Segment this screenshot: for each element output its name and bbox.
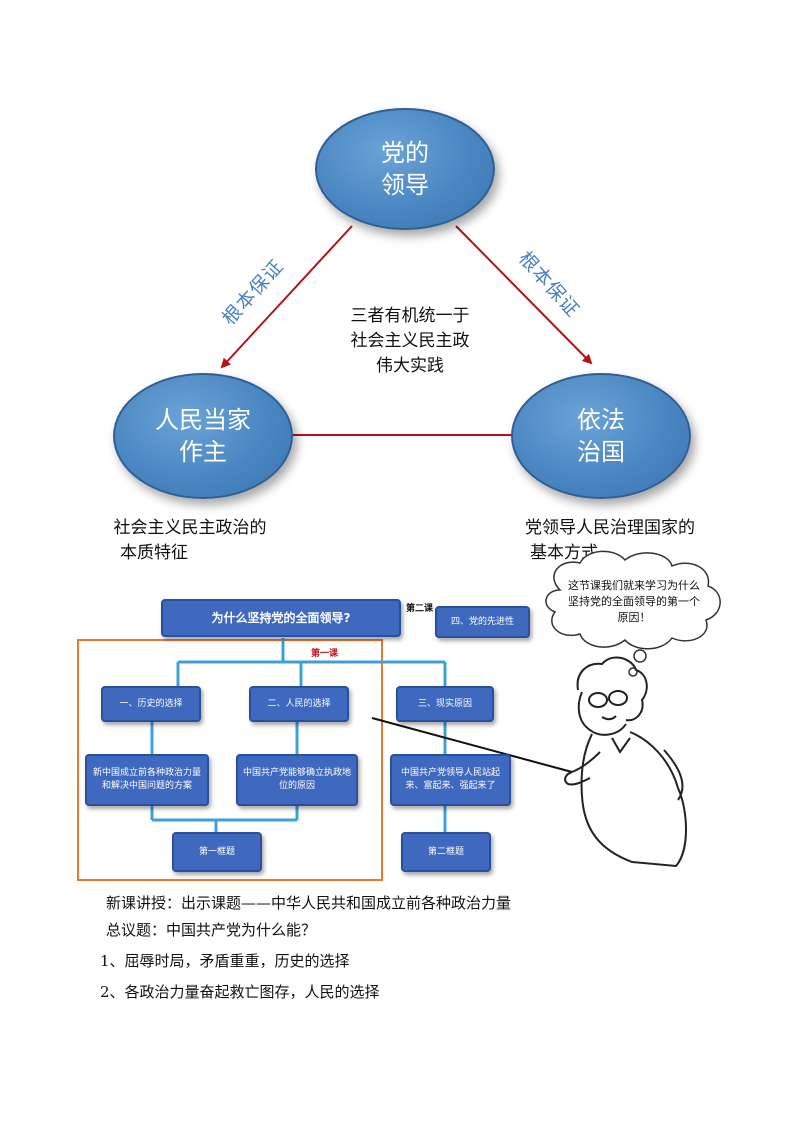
body-line-2: 总议题：中国共产党为什么能？ (106, 921, 317, 939)
caption-left: 社会主义民主政治的 本质特征 (80, 516, 300, 566)
node-right-line1: 依法 (577, 406, 625, 434)
caption-right-line2: 基本方式 (530, 543, 598, 563)
flow-root-box: 为什么坚持党的全面领导? (161, 599, 401, 637)
flow-frame-second: 第二框题 (401, 832, 491, 872)
center-text: 三者有机统一于 社会主义民主政 伟大实践 (320, 304, 500, 379)
center-text-line1: 三者有机统一于 (350, 306, 470, 326)
caption-right: 党领导人民治理国家的 基本方式 (500, 516, 720, 566)
node-people-masters: 人民当家 作主 (113, 373, 293, 499)
flow-level2-ruling: 中国共产党能够确立执政地位的原因 (236, 754, 358, 806)
node-top-line2: 领导 (381, 171, 429, 199)
label-first-lesson: 第一课 (311, 649, 339, 659)
flowchart-connectors (77, 638, 573, 881)
label-second-lesson: 第二课 (406, 604, 434, 614)
caption-left-line2: 本质特征 (120, 543, 188, 563)
speech-text: 这节课我们就来学习为什么坚持党的全面领导的第一个原因！ (568, 579, 700, 624)
body-line-1: 新课讲授：出示课题——中华人民共和国成立前各种政治力量 (106, 894, 512, 912)
teacher-illustration (545, 550, 721, 868)
triangle-connectors (220, 225, 593, 436)
flow-level2-forces: 新中国成立前各种政治力量和解决中国问题的方案 (85, 754, 209, 806)
node-right-line2: 治国 (577, 438, 625, 466)
arrow-top-to-right (455, 225, 593, 365)
caption-right-line1: 党领导人民治理国家的 (525, 518, 695, 538)
center-text-line3: 伟大实践 (376, 356, 444, 376)
node-left-line1: 人民当家 (155, 406, 251, 434)
body-line-3: 1、屈辱时局，矛盾重重，历史的选择 (100, 952, 350, 970)
thought-cloud (545, 550, 721, 650)
flow-level1-people: 二、人民的选择 (249, 686, 349, 722)
node-left-line2: 作主 (179, 438, 227, 466)
caption-left-line1: 社会主义民主政治的 (113, 518, 267, 538)
center-text-line2: 社会主义民主政 (350, 331, 470, 351)
node-top-line1: 党的 (381, 139, 429, 167)
arrow-top-to-left (220, 225, 353, 369)
node-party-leadership: 党的 领导 (315, 108, 495, 230)
flow-frame-first: 第一框题 (172, 832, 262, 872)
flow-level2-standup: 中国共产党领导人民站起来、富起来、强起来了 (390, 754, 511, 806)
body-line-4: 2、各政治力量奋起救亡图存，人民的选择 (100, 983, 380, 1001)
flow-level1-history: 一、历史的选择 (101, 686, 201, 722)
flow-level1-reality: 三、现实原因 (396, 686, 494, 722)
node-rule-of-law: 依法 治国 (511, 373, 691, 499)
flow-side-box: 四、党的先进性 (435, 606, 530, 638)
pointer-stick (371, 717, 573, 773)
first-lesson-frame (77, 639, 383, 881)
